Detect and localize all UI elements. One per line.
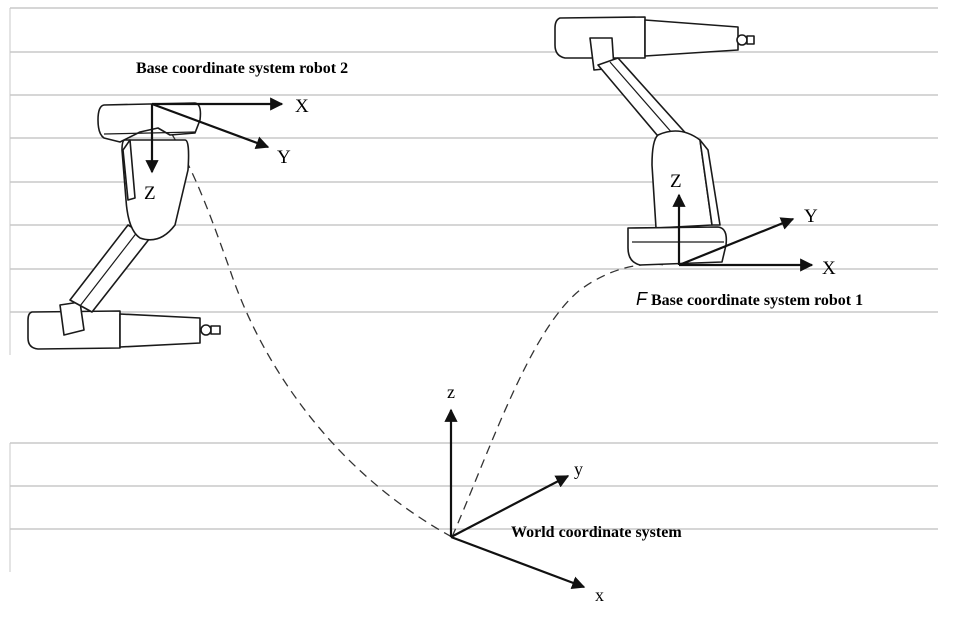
robot-1-drawing [554,16,755,266]
robot-2-axes [145,97,284,174]
world-title: World coordinate system [511,524,682,541]
robot-1-y-label: Y [804,206,818,227]
world-z-label: z [447,382,455,402]
world-y-label: y [574,459,583,479]
robot-1-title-text: Base coordinate system robot 1 [651,292,863,309]
dashed-link-world-to-robot1 [451,263,666,538]
robot-2-z-label: Z [144,183,156,204]
robot-1-axes [672,193,814,272]
robot-2-x-label: X [295,96,309,117]
robot-1-x-label: X [822,258,836,279]
world-axes [444,408,586,589]
world-x-label: x [595,585,604,605]
robot-2-title: Base coordinate system robot 2 [136,60,348,77]
robot-1-z-label: Z [670,171,682,192]
robot-1-title: F Base coordinate system robot 1 [636,289,863,309]
robot-1-title-prefix: F [636,289,648,309]
robot-2-y-label: Y [277,147,291,168]
dashed-link-world-to-robot2 [157,111,453,538]
background-grid-lines [9,7,938,572]
robot-2-drawing [27,102,221,350]
